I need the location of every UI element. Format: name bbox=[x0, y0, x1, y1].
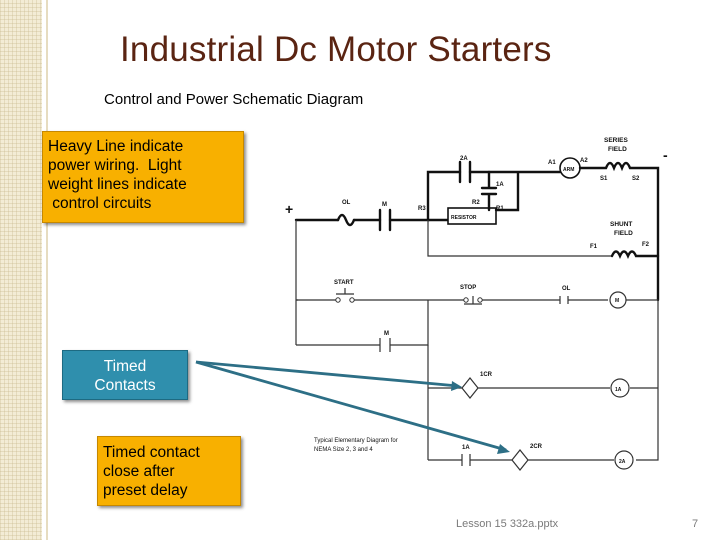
label-plus: + bbox=[285, 201, 293, 217]
decorative-left-band bbox=[0, 0, 42, 540]
m-seal-in-rung bbox=[296, 300, 429, 352]
shunt-field-line bbox=[427, 220, 612, 257]
start-pb-terminal-b bbox=[349, 297, 355, 303]
label-arm: ARM bbox=[563, 167, 574, 173]
label-s2: S2 bbox=[632, 176, 640, 182]
control-circuit bbox=[295, 220, 660, 471]
onea-coil bbox=[610, 378, 630, 398]
shunt-field-coil bbox=[610, 250, 660, 259]
power-circuit bbox=[294, 157, 660, 302]
timer-onecr bbox=[461, 377, 610, 399]
m-contact-power bbox=[378, 208, 392, 232]
arrowhead-onecr bbox=[451, 381, 462, 391]
label-r2: R2 bbox=[472, 200, 480, 206]
decorative-left-rule bbox=[46, 0, 48, 540]
label-a1: A1 bbox=[548, 160, 556, 166]
label-ol-control: OL bbox=[562, 286, 571, 292]
callout-timed-contacts: Timed Contacts bbox=[62, 350, 188, 400]
arrow-to-onecr bbox=[195, 360, 459, 388]
slide-title: Industrial Dc Motor Starters bbox=[120, 30, 552, 69]
caption-line2: NEMA Size 2, 3 and 4 bbox=[314, 447, 373, 453]
label-series-field-line2: FIELD bbox=[608, 146, 627, 153]
footer-page-number: 7 bbox=[692, 518, 699, 530]
label-shunt-field-line2: FIELD bbox=[614, 230, 633, 237]
label-series-field-line1: SERIES bbox=[604, 137, 629, 144]
ol-heater bbox=[336, 213, 356, 227]
label-1cr: 1CR bbox=[480, 372, 493, 378]
stop-pb-terminal-b bbox=[477, 297, 483, 303]
label-2cr: 2CR bbox=[530, 444, 543, 450]
series-field-coil bbox=[578, 161, 660, 302]
label-m-coil: M bbox=[615, 298, 619, 304]
label-shunt-field-line1: SHUNT bbox=[610, 221, 632, 228]
footer-filename: Lesson 15 332a.pptx bbox=[456, 518, 559, 530]
callout-heavy-line: Heavy Line indicate power wiring. Light … bbox=[42, 131, 244, 223]
label-resistor: RESISTOR bbox=[451, 215, 477, 221]
timer-twocr bbox=[511, 449, 614, 471]
power-line-to-arm bbox=[468, 170, 562, 212]
label-f1: F1 bbox=[590, 244, 598, 250]
schematic-labels: SERIES FIELD - + A1 A2 ARM S1 S2 2A 1A R… bbox=[285, 137, 668, 465]
stop-pb-terminal-a bbox=[463, 297, 469, 303]
twoa-contact-power bbox=[458, 160, 472, 184]
label-f2: F2 bbox=[642, 242, 650, 248]
arrowhead-twocr bbox=[497, 444, 510, 454]
starting-resistor bbox=[447, 207, 497, 225]
caption-line1: Typical Elementary Diagram for bbox=[314, 438, 398, 444]
control-right-rail bbox=[626, 299, 659, 461]
power-line-to-resistor bbox=[388, 170, 462, 222]
arrow-to-twocr bbox=[195, 360, 507, 452]
label-2a-power: 2A bbox=[460, 156, 468, 162]
twocr-rung bbox=[428, 454, 512, 466]
label-m-contact: M bbox=[384, 331, 389, 337]
onecr-rung bbox=[427, 345, 462, 460]
callout-arrows bbox=[195, 360, 510, 454]
label-s1: S1 bbox=[600, 176, 608, 182]
twoa-coil bbox=[614, 450, 634, 470]
onea-contact-power bbox=[480, 170, 498, 212]
label-start: START bbox=[334, 280, 354, 286]
slide-subtitle: Control and Power Schematic Diagram bbox=[104, 91, 364, 108]
ol-contact-ctrl bbox=[482, 296, 608, 304]
label-stop: STOP bbox=[460, 285, 476, 291]
label-m-power: M bbox=[382, 202, 387, 208]
start-rung bbox=[296, 288, 464, 301]
start-pb-terminal-a bbox=[335, 297, 341, 303]
control-left-rail bbox=[295, 220, 298, 345]
label-1a-contact: 1A bbox=[462, 445, 470, 451]
label-a2: A2 bbox=[580, 158, 588, 164]
callout-timed-contact-close: Timed contact close after preset delay bbox=[97, 436, 241, 506]
label-1a-power: 1A bbox=[496, 182, 504, 188]
label-ol-power: OL bbox=[342, 200, 351, 206]
label-2a-coil: 2A bbox=[619, 459, 626, 465]
label-r3: R3 bbox=[418, 206, 426, 212]
label-1a-coil: 1A bbox=[615, 387, 622, 393]
label-r1: R1 bbox=[496, 206, 504, 212]
label-minus: - bbox=[663, 147, 668, 163]
stop-pb bbox=[464, 296, 482, 305]
